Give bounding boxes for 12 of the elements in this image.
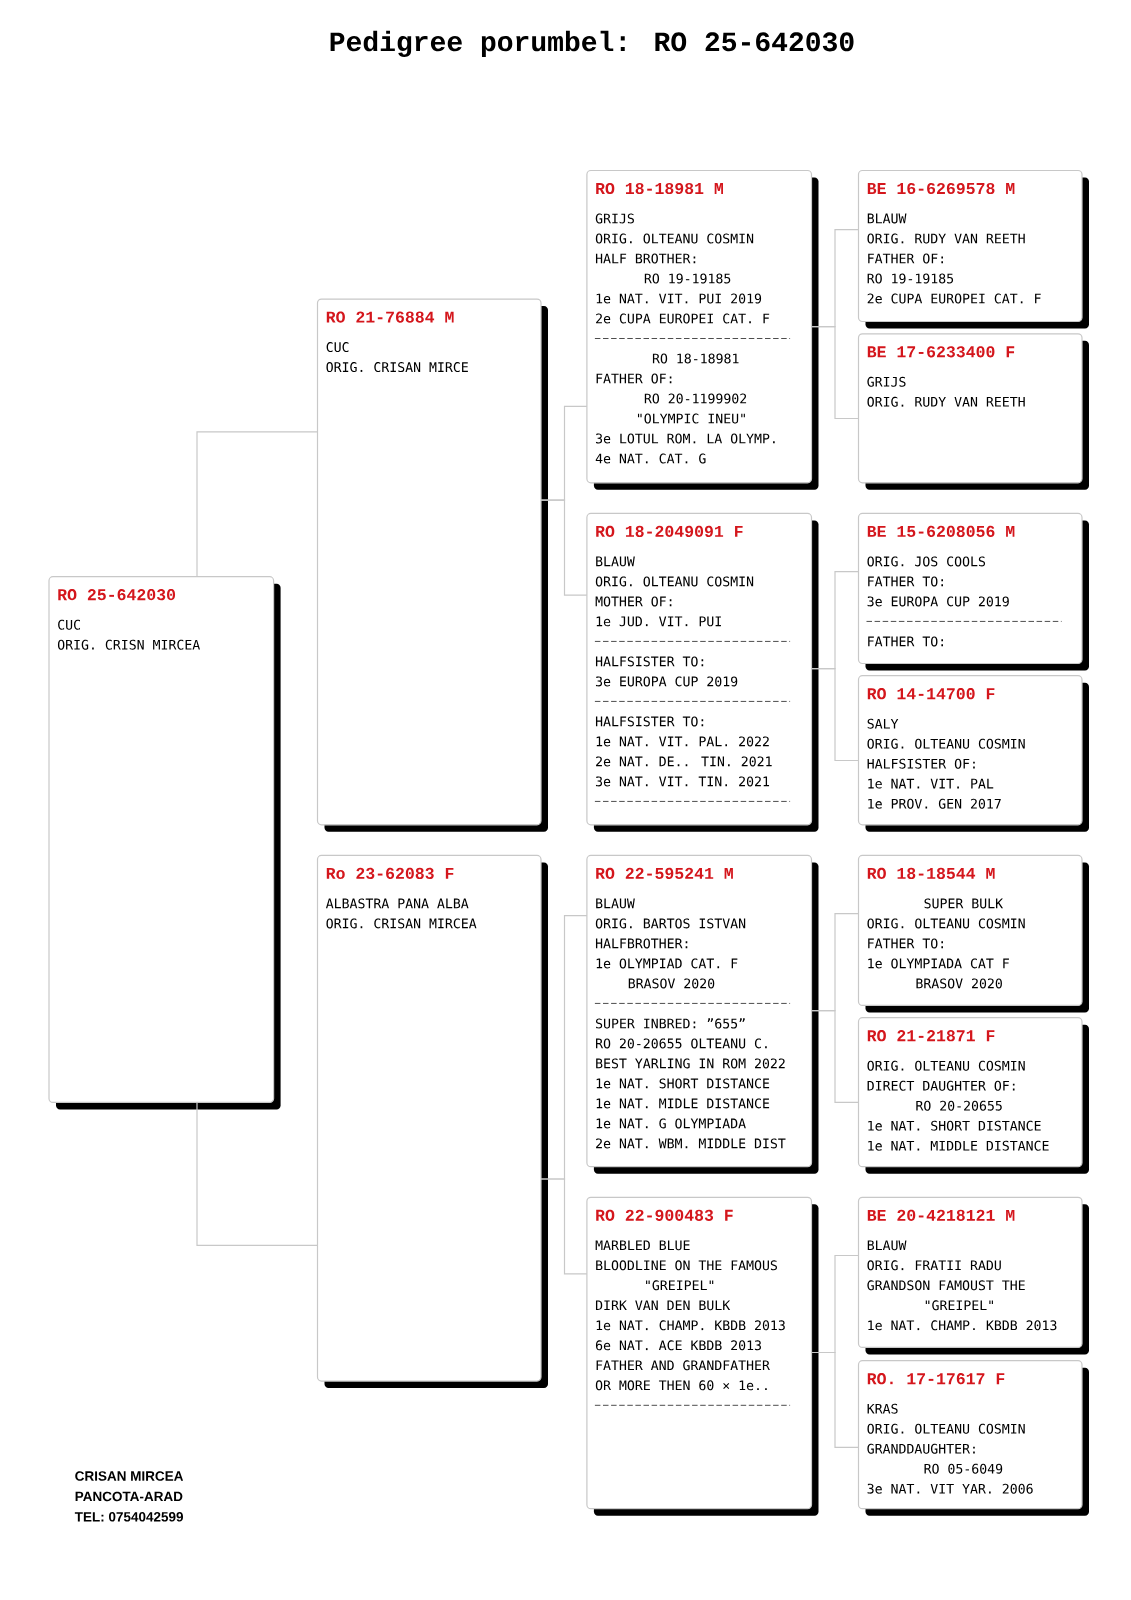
connector-line [810,668,860,762]
connector-line [810,1351,860,1448]
connector-line [810,1010,860,1103]
contact-text: PANCOTA-ARAD [75,1491,183,1502]
connector-line [196,431,319,578]
connector-line [196,1101,319,1246]
connector-line [810,326,860,420]
connector-line [540,499,588,596]
contact-text: CRISAN MIRCEA [75,1471,184,1481]
connector-line [540,1178,588,1275]
contact-text: TEL: 0754042599 [74,1512,183,1522]
title: Pedigree porumbel: RO 25-642030 [330,30,854,57]
